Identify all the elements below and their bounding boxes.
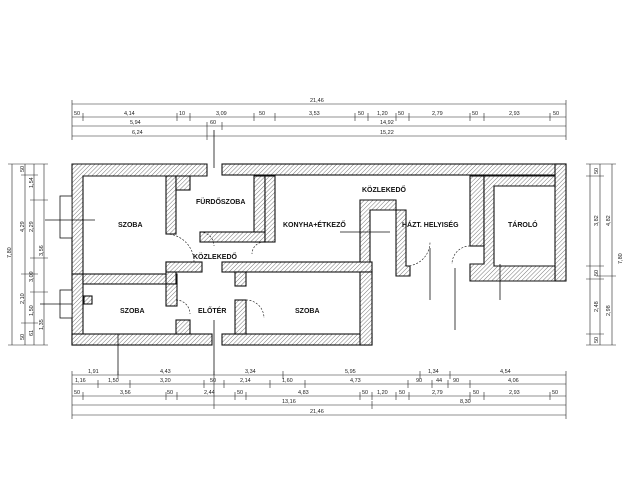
dim-right-c1-1: 3,82 — [594, 215, 600, 226]
left-dimensions: 7,80 50 4,29 2,10 50 1,54 2,29 3,09 1,50… — [7, 163, 48, 346]
dim-right-c1-4: 50 — [594, 337, 600, 343]
dim-bot-r3-9: 2,79 — [432, 390, 443, 396]
door-swings — [165, 231, 471, 319]
dim-bot-r1-1: 4,43 — [160, 369, 171, 375]
top-dimensions: 21,46 50 4,14 10 3,09 50 3,53 50 1,20 50… — [71, 98, 567, 140]
dim-bot-r2-7: 90 — [416, 378, 422, 384]
dim-left-c3-1: 2,29 — [29, 221, 35, 232]
dim-bot-r3-2: 50 — [167, 390, 173, 396]
dim-top-r2-1: 4,14 — [124, 111, 135, 117]
room-label-szoba-2: SZOBA — [120, 308, 145, 315]
dim-bot-r2-10: 4,06 — [508, 378, 519, 384]
dim-top-r3-0: 5,94 — [130, 120, 141, 126]
dim-bot-r2-4: 2,14 — [240, 378, 251, 384]
dim-bot-total: 21,46 — [310, 409, 324, 415]
dim-top-r4-0: 6,24 — [132, 130, 143, 136]
dim-bot-r3-6: 50 — [362, 390, 368, 396]
dim-top-r2-10: 50 — [472, 111, 478, 117]
dim-bot-r1-4: 1,34 — [428, 369, 439, 375]
dim-bot-r3-7: 1,20 — [377, 390, 388, 396]
dim-bot-r3-4: 50 — [237, 390, 243, 396]
room-label-haztartasi: HÁZT. HELYISÉG — [402, 220, 459, 229]
dim-bot-r3-10: 50 — [473, 390, 479, 396]
walls — [59, 163, 567, 346]
room-labels: SZOBA FÜRDŐSZOBA KÖZLEKEDŐ KÖZLEKEDŐ KON… — [118, 185, 538, 315]
dim-bot-r1-3: 5,95 — [345, 369, 356, 375]
dim-bot-r2-6: 4,73 — [350, 378, 361, 384]
dim-bot-r2-9: 90 — [453, 378, 459, 384]
room-label-szoba-1: SZOBA — [118, 222, 143, 229]
dim-left-c4-0: 3,56 — [39, 245, 45, 256]
dim-bot-r3-11: 2,93 — [509, 390, 520, 396]
dim-top-r2-11: 2,93 — [509, 111, 520, 117]
dim-left-outer: 7,80 — [7, 247, 13, 258]
dim-right-c1-2: 50 — [594, 270, 600, 276]
axis-lines — [40, 130, 501, 375]
dim-right-outer: 7,80 — [618, 253, 624, 264]
dim-top-r2-6: 50 — [358, 111, 364, 117]
room-label-eloter: ELŐTÉR — [198, 306, 226, 315]
dim-bot-r1-0: 1,91 — [88, 369, 99, 375]
dim-bot-r3-12: 50 — [552, 390, 558, 396]
dim-top-r2-9: 2,79 — [432, 111, 443, 117]
dim-top-r2-0: 50 — [74, 111, 80, 117]
dim-bot-r1-2: 3,34 — [245, 369, 256, 375]
room-label-tarolo: TÁROLÓ — [508, 220, 538, 229]
dim-right-c2-1: 2,98 — [606, 305, 612, 316]
dim-left-c4-1: 1,35 — [39, 319, 45, 330]
dim-bot-r2-1: 1,50 — [108, 378, 119, 384]
room-label-szoba-3: SZOBA — [295, 308, 320, 315]
dim-bot-r3-1: 3,56 — [120, 390, 131, 396]
dim-right-c1-0: 50 — [594, 168, 600, 174]
dim-left-c3-2: 3,09 — [29, 271, 35, 282]
dim-left-c2-0: 50 — [20, 166, 26, 172]
dim-bot-r2-2: 3,20 — [160, 378, 171, 384]
dim-top-r2-5: 3,53 — [309, 111, 320, 117]
dim-top-r3-1: 60 — [210, 120, 216, 126]
dim-bot-r2-8: 44 — [436, 378, 442, 384]
dim-bot-r3-3: 2,44 — [204, 390, 215, 396]
dim-bot-r2-3: 50 — [210, 378, 216, 384]
dim-bot-r2-0: 1,16 — [75, 378, 86, 384]
dim-top-total: 21,46 — [310, 98, 324, 104]
room-label-kozlekedo-2: KÖZLEKEDŐ — [362, 185, 407, 194]
dim-left-c3-3: 1,50 — [29, 305, 35, 316]
dim-bot-r1-5: 4,54 — [500, 369, 511, 375]
room-label-konyha: KONYHA+ÉTKEZŐ — [283, 220, 346, 229]
dim-left-c2-3: 50 — [20, 334, 26, 340]
dim-bot-r3-0: 50 — [74, 390, 80, 396]
dim-top-r2-4: 50 — [259, 111, 265, 117]
dim-right-c1-3: 2,48 — [594, 301, 600, 312]
dim-right-c2-0: 4,82 — [606, 215, 612, 226]
room-label-furdoszoba: FÜRDŐSZOBA — [196, 197, 245, 206]
dim-bot-r3-5: 4,83 — [298, 390, 309, 396]
dim-bot-r2-5: 1,60 — [282, 378, 293, 384]
dim-top-r2-12: 50 — [553, 111, 559, 117]
dim-bot-r4-1: 8,30 — [460, 399, 471, 405]
dim-left-c3-0: 1,54 — [29, 177, 35, 188]
dim-top-r2-2: 10 — [179, 111, 185, 117]
dim-top-r2-8: 50 — [398, 111, 404, 117]
dim-left-c2-1: 4,29 — [20, 221, 26, 232]
room-label-kozlekedo-1: KÖZLEKEDŐ — [193, 252, 238, 261]
dim-bot-r4-0: 13,16 — [282, 399, 296, 405]
dim-left-c2-2: 2,10 — [20, 293, 26, 304]
dim-bot-r3-8: 50 — [399, 390, 405, 396]
dim-top-r2-7: 1,20 — [377, 111, 388, 117]
right-dimensions: 50 3,82 50 2,48 50 4,82 2,98 7,80 — [586, 163, 624, 346]
dim-left-c3-4: 61 — [29, 330, 35, 336]
bottom-dimensions: 1,91 4,43 3,34 5,95 1,34 4,54 1,16 1,50 … — [71, 369, 567, 419]
dim-top-r3-2: 14,92 — [380, 120, 394, 126]
dim-top-r4-1: 15,22 — [380, 130, 394, 136]
dim-top-r2-3: 3,09 — [216, 111, 227, 117]
